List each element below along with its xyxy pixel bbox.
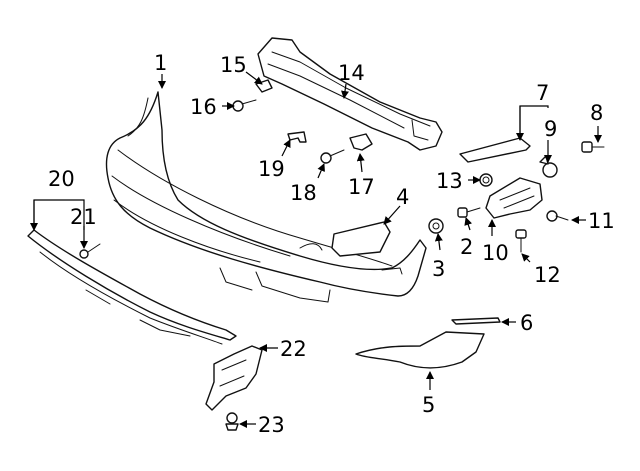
callout-23: 23 bbox=[258, 413, 285, 437]
retainer-7-part bbox=[459, 137, 531, 163]
lower-valance-part bbox=[27, 229, 237, 345]
callout-15: 15 bbox=[220, 53, 247, 77]
bracket-10-part bbox=[485, 177, 543, 219]
callout-12: 12 bbox=[534, 263, 561, 287]
nut-13-part bbox=[479, 173, 493, 187]
bolt-12-part bbox=[515, 229, 527, 253]
clip-19-part bbox=[287, 131, 307, 143]
callout-3: 3 bbox=[432, 257, 445, 281]
screw-16-part bbox=[232, 99, 257, 112]
bolt-8-part bbox=[581, 141, 605, 153]
screw-11-part bbox=[546, 210, 569, 222]
strip-6-part bbox=[451, 317, 501, 325]
reinforcement-bar-part bbox=[257, 37, 443, 151]
callout-4: 4 bbox=[396, 185, 409, 209]
callout-7: 7 bbox=[536, 81, 549, 105]
callout-22: 22 bbox=[280, 337, 307, 361]
bracket-22-part bbox=[205, 345, 263, 411]
callout-17: 17 bbox=[348, 175, 375, 199]
callout-10: 10 bbox=[482, 241, 509, 265]
reflector-4-part bbox=[331, 221, 391, 257]
clip-23-part bbox=[225, 412, 239, 431]
callout-1: 1 bbox=[154, 51, 167, 75]
leader-lines bbox=[30, 71, 602, 428]
pin-21-part bbox=[79, 243, 101, 259]
callout-19: 19 bbox=[258, 157, 285, 181]
callout-18: 18 bbox=[290, 181, 317, 205]
callout-14: 14 bbox=[338, 61, 365, 85]
callout-2: 2 bbox=[460, 235, 473, 259]
washer-3-part bbox=[428, 218, 444, 234]
callout-5: 5 bbox=[422, 393, 435, 417]
bumper-cover-part bbox=[105, 91, 427, 303]
bolt-2-part bbox=[457, 207, 481, 218]
bracket-17-part bbox=[349, 133, 373, 151]
callout-16: 16 bbox=[190, 95, 217, 119]
callout-11: 11 bbox=[588, 209, 615, 233]
callout-6: 6 bbox=[520, 311, 533, 335]
callout-13: 13 bbox=[436, 169, 463, 193]
callout-9: 9 bbox=[544, 117, 557, 141]
callout-labels: 1 2 3 4 5 6 7 8 9 10 11 12 13 14 15 16 1… bbox=[48, 51, 615, 437]
bolt-18-part bbox=[320, 149, 345, 164]
guard-5-part bbox=[355, 331, 485, 369]
callout-20: 20 bbox=[48, 167, 75, 191]
callout-21: 21 bbox=[70, 205, 97, 229]
callout-8: 8 bbox=[590, 101, 603, 125]
